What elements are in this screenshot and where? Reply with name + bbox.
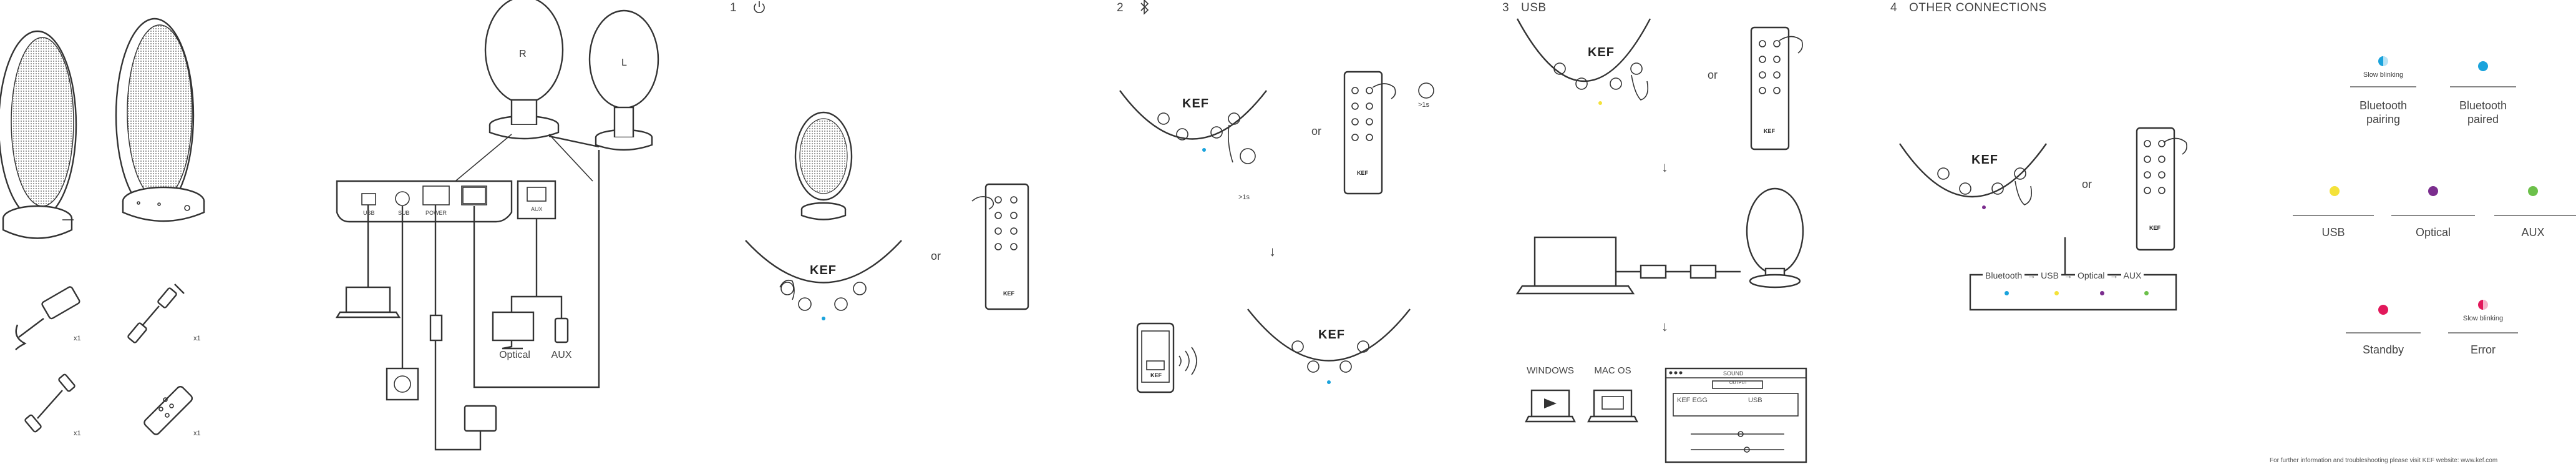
source-chain: Bluetooth → USB → Optical → AUX [1983,270,2144,280]
os-mac-label: MAC OS [1594,365,1631,376]
step-2-brand-2: KEF [1318,328,1345,342]
source-aux-label: AUX [551,350,572,360]
speaker-r-label: R [519,49,527,59]
sound-dialog-type: USB [1748,397,1762,404]
os-windows-label: WINDOWS [1527,365,1574,376]
legend-bt-pairing: Bluetooth pairing [2346,99,2421,126]
footer-note: For further information and troubleshoot… [2270,457,2498,464]
step-4-title: OTHER CONNECTIONS [1909,1,2047,14]
led-usb-icon [2330,186,2340,196]
led-legend: Slow blinking Bluetooth pairing Bluetoot… [2290,50,2576,425]
qty-adapter: x1 [74,335,81,342]
wiring-diagram: R L USB SUB POWER AUX Optical AUX [324,0,659,466]
step-4-or: or [2081,178,2092,190]
legend-aux: AUX [2521,226,2545,239]
sound-dialog-tab[interactable]: OUTPUT [1729,381,1747,385]
led-bt-pairing-icon [2378,56,2388,66]
legend-standby: Standby [2362,343,2404,356]
led-optical-icon [2428,186,2438,196]
led-standby-icon [2378,305,2388,315]
step-3-arrow-1: ↓ [1661,159,1668,175]
chain-arrow: → [2027,270,2036,280]
step-1-number: 1 [730,1,737,14]
step-3-or: or [1707,69,1718,81]
port-power-label: POWER [425,210,447,216]
led-aux-icon [2528,186,2538,196]
step-3-number: 3 [1502,1,1510,14]
port-sub-label: SUB [398,210,410,216]
legend-bt-pairing-line2: pairing [2366,113,2401,126]
step-2-phone-brand: KEF [1150,372,1162,378]
chain-bluetooth: Bluetooth [1983,270,2025,280]
step-2-illustration: KEF KEF KEF KEF or >1s >1s ↓ [1117,62,1441,400]
chain-arrow: → [2063,270,2073,280]
chain-optical: Optical [2074,270,2107,280]
port-aux-label: AUX [531,206,543,212]
step-4-number: 4 [1890,1,1898,14]
legend-bt-paired-line2: paired [2467,113,2499,126]
sound-dialog-device[interactable]: KEF EGG [1677,397,1708,404]
chain-dot-purple [2100,291,2104,295]
legend-bt-pairing-line1: Bluetooth [2359,99,2408,112]
step-1-brand: KEF [810,264,837,277]
led-bt-paired-icon [2478,61,2488,71]
step-4-brand: KEF [1971,153,1998,167]
step-2-brand-1: KEF [1182,97,1209,111]
chain-arrow: → [2109,270,2119,280]
power-icon [752,0,767,18]
speaker-l-label: L [621,57,627,68]
step-1-or: or [930,250,941,262]
bluetooth-icon [1139,0,1150,18]
step-2-or: or [1311,125,1321,137]
source-optical-label: Optical [499,350,530,360]
step-3-remote-brand: KEF [1764,128,1775,134]
qty-usb-cable: x1 [74,430,81,437]
step-1-illustration: KEF KEF or [736,100,1048,337]
remote-illustration [143,385,193,435]
step-2-arrow: ↓ [1269,244,1276,259]
step-3-arrow-2: ↓ [1661,318,1668,334]
step-3-title: USB [1521,1,1547,14]
legend-usb: USB [2321,226,2345,239]
speaker-left-illustration [0,30,77,239]
sound-dialog-title: SOUND [1723,370,1744,377]
step-3-brand: KEF [1588,46,1615,59]
chain-aux: AUX [2121,270,2144,280]
chain-dot-yellow [2054,291,2059,295]
step-4-remote-brand: KEF [2149,225,2160,231]
legend-bt-paired-line1: Bluetooth [2459,99,2507,112]
chain-dot-blue [2005,291,2009,295]
step-4-illustration: KEF KEF or Bluetooth → USB → Optical → A… [1897,125,2209,325]
legend-error: Error [2471,343,2496,356]
chain-usb: USB [2038,270,2061,280]
step-2-hold-2: >1s [1418,101,1430,109]
power-adapter-illustration [15,286,80,350]
step-2-number: 2 [1117,1,1124,14]
product-illustration: x1 x1 x1 x1 [0,0,237,466]
qty-cable: x1 [193,335,201,342]
step-2-remote-brand: KEF [1357,170,1368,176]
legend-slow-blinking-1: Slow blinking [2363,71,2404,79]
led-error-icon [2478,300,2488,310]
qty-remote: x1 [193,430,201,437]
legend-bt-paired: Bluetooth paired [2446,99,2520,126]
speaker-right-illustration [115,17,205,222]
chain-dot-green [2144,291,2149,295]
port-usb-label: USB [363,210,375,216]
step-3-illustration: KEF KEF or ↓ ↓ WINDOWS MAC OS SOUND OUTP… [1510,18,1809,466]
step-1-remote-brand: KEF [1003,290,1014,297]
step-2-hold-1: >1s [1238,194,1250,201]
usb-cable-illustration [24,373,75,433]
cable-illustration [127,284,185,343]
legend-slow-blinking-2: Slow blinking [2462,315,2504,322]
legend-optical: Optical [2415,226,2451,239]
